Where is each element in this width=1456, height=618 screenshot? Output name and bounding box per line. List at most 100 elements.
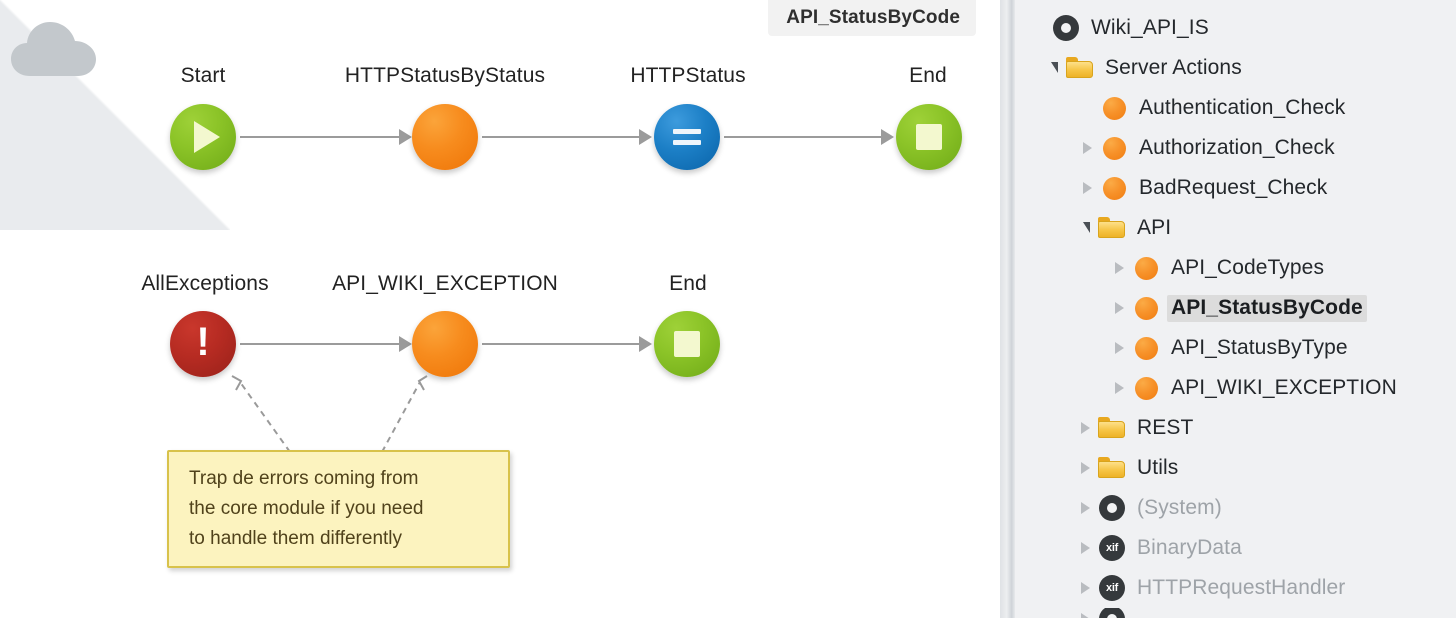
folder-icon [1097,413,1127,443]
chevron-collapsed-icon[interactable] [1077,128,1099,168]
connector-arrowhead [639,129,652,145]
chevron-collapsed-icon[interactable] [1109,288,1131,328]
chevron-collapsed-icon[interactable] [1077,168,1099,208]
tree-item-label: REST [1137,415,1194,439]
folder-icon [1097,453,1127,483]
chevron-collapsed-icon[interactable] [1109,328,1131,368]
tree-item-label: HTTPRequestHandler [1137,575,1346,599]
node-httpstatusbystatus[interactable] [412,104,478,170]
annotation-note[interactable]: Trap de errors coming from the core modu… [167,450,510,568]
connector-arrowhead [639,336,652,352]
tree-item-api-folder[interactable]: API [1015,208,1456,248]
tree-item-label: Server Actions [1105,55,1242,79]
action-dot-icon [1131,333,1161,363]
annotation-note-text: Trap de errors coming from the core modu… [189,468,424,549]
node-end-exception[interactable] [654,311,720,377]
connector-assign-to-end[interactable] [724,136,884,138]
node-start[interactable] [170,104,236,170]
tree-item-binarydata[interactable]: xif BinaryData [1015,528,1456,568]
module-icon [1051,13,1081,43]
node-httpstatus[interactable] [654,104,720,170]
chevron-expanded-icon[interactable] [1075,208,1097,248]
connector-exception-to-action[interactable] [240,343,402,345]
tree-item-api-statusbytype[interactable]: API_StatusByType [1015,328,1456,368]
xif-icon: xif [1097,573,1127,603]
tree-item-label: API_StatusByType [1171,335,1348,359]
tree-item-httprequesthandler[interactable]: xif HTTPRequestHandler [1015,568,1456,608]
twisty-placeholder [1029,8,1051,48]
tree-item-authorization-check[interactable]: Authorization_Check [1015,128,1456,168]
action-dot-icon [1131,253,1161,283]
connector-arrowhead [881,129,894,145]
action-dot-icon [1131,293,1161,323]
tree-item-partial[interactable] [1015,608,1456,618]
tree-item-label: API_WIKI_EXCEPTION [1171,375,1397,399]
action-dot-icon [1099,93,1129,123]
twisty-placeholder [1077,88,1099,128]
xif-icon: xif [1097,533,1127,563]
connector-start-to-action[interactable] [240,136,402,138]
tree-item-server-actions[interactable]: Server Actions [1015,48,1456,88]
tree-item-utils-folder[interactable]: Utils [1015,448,1456,488]
tree-item-api-statusbycode[interactable]: API_StatusByCode [1015,288,1456,328]
tree-item-rest-folder[interactable]: REST [1015,408,1456,448]
connector-action-to-assign[interactable] [482,136,642,138]
exception-handler-icon: ! [196,320,210,364]
action-dot-icon [1099,173,1129,203]
tree-item-wiki-api-is[interactable]: Wiki_API_IS [1015,8,1456,48]
tree-item-label: BadRequest_Check [1139,175,1328,199]
cloud-icon [11,22,96,76]
tree-item-badrequest-check[interactable]: BadRequest_Check [1015,168,1456,208]
node-label-end-exception: End [669,272,707,295]
stop-icon [916,124,942,150]
chevron-collapsed-icon[interactable] [1075,448,1097,488]
node-label-api-wiki-exception: API_WIKI_EXCEPTION [332,272,558,295]
node-label-end-main: End [909,64,947,87]
editor-tab-strip: API_StatusByCode [0,0,1000,36]
folder-icon [1065,53,1095,83]
panel-splitter[interactable] [1000,0,1015,618]
chevron-collapsed-icon[interactable] [1075,568,1097,608]
connector-action-to-end[interactable] [482,343,642,345]
tree-item-label: API_StatusByCode [1167,294,1367,322]
node-api-wiki-exception[interactable] [412,311,478,377]
tree-item-label: Wiki_API_IS [1091,15,1209,39]
tree-item-label: (System) [1137,495,1222,519]
tree-item-label: Authentication_Check [1139,95,1346,119]
tab-api-statusbycode[interactable]: API_StatusByCode [768,0,976,36]
node-allexceptions[interactable]: ! [170,311,236,377]
connector-arrowhead [399,336,412,352]
element-tree-panel[interactable]: Wiki_API_IS Server Actions Authenticatio… [1015,0,1456,618]
tree-item-label: Authorization_Check [1139,135,1335,159]
action-dot-icon [1131,373,1161,403]
chevron-collapsed-icon[interactable] [1075,608,1097,618]
node-end-main[interactable] [896,104,962,170]
tree-item-system[interactable]: (System) [1015,488,1456,528]
node-label-httpstatusbystatus: HTTPStatusByStatus [344,64,546,87]
tree-item-authentication-check[interactable]: Authentication_Check [1015,88,1456,128]
folder-icon [1097,213,1127,243]
tree-item-api-wiki-exception[interactable]: API_WIKI_EXCEPTION [1015,368,1456,408]
tree-item-label: API_CodeTypes [1171,255,1325,279]
assign-icon [673,129,701,145]
tree-item-label: API [1137,215,1172,239]
node-label-httpstatus: HTTPStatus [630,64,746,87]
node-label-start: Start [180,64,226,87]
tree-item-label: BinaryData [1137,535,1242,559]
module-icon [1097,608,1127,618]
flow-canvas[interactable]: API_StatusByCode Start HTTPStatusByStatu… [0,0,1000,618]
connector-arrowhead [399,129,412,145]
stop-icon [674,331,700,357]
tree-item-api-codetypes[interactable]: API_CodeTypes [1015,248,1456,288]
chevron-collapsed-icon[interactable] [1075,528,1097,568]
chevron-collapsed-icon[interactable] [1109,248,1131,288]
chevron-collapsed-icon[interactable] [1075,408,1097,448]
module-icon [1097,493,1127,523]
chevron-collapsed-icon[interactable] [1109,368,1131,408]
chevron-collapsed-icon[interactable] [1075,488,1097,528]
xif-icon-text: xif [1099,575,1125,601]
play-icon [194,121,220,153]
xif-icon-text: xif [1099,535,1125,561]
chevron-expanded-icon[interactable] [1043,48,1065,88]
